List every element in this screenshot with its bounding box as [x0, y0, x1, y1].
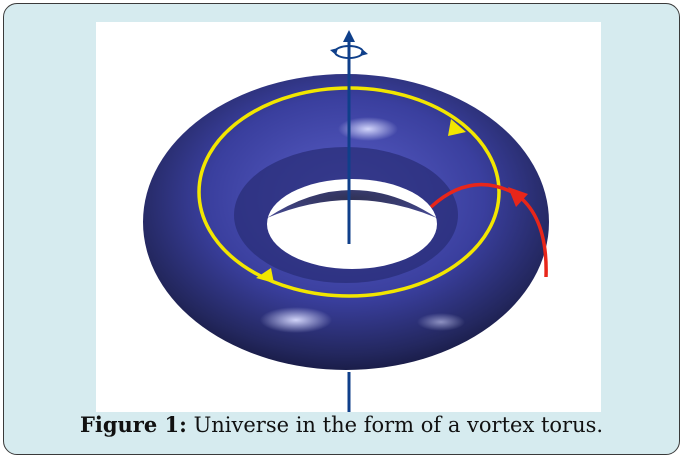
yellow-direction-arrow-icon — [448, 119, 466, 136]
rotation-axis — [343, 30, 355, 412]
yellow-direction-arrow-icon — [256, 268, 274, 283]
figure-frame: Figure 1: Universe in the form of a vort… — [3, 3, 680, 455]
torus-body — [143, 74, 549, 370]
figure-label: Figure 1: — [79, 412, 187, 437]
rotation-arrow-icon — [330, 45, 368, 59]
torus-diagram — [96, 22, 601, 412]
red-direction-arrow-icon — [508, 187, 528, 207]
figure-caption: Figure 1: Universe in the form of a vort… — [4, 411, 679, 439]
red-poloidal-arc — [429, 182, 548, 278]
caption-text: Universe in the form of a vortex torus. — [186, 413, 604, 437]
